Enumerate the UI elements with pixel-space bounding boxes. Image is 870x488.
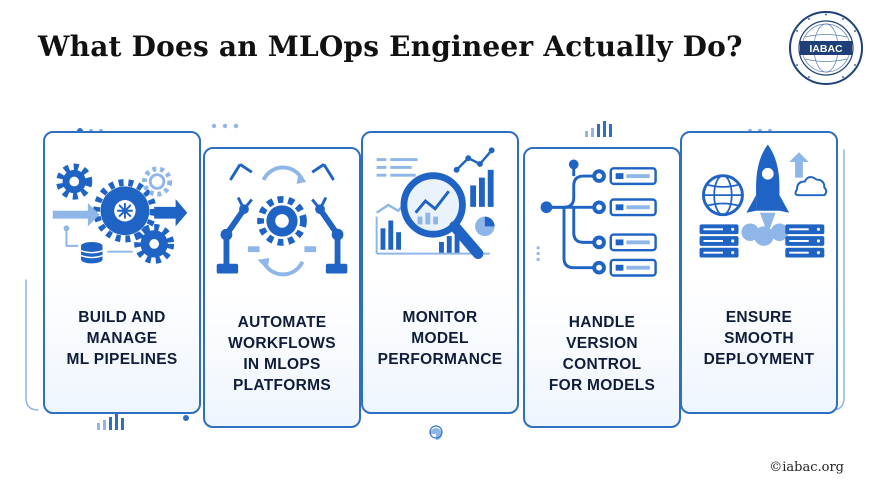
page-title: What Does an MLOps Engineer Actually Do? [38,30,743,63]
card-automate-workflows: AUTOMATE WORKFLOWS IN MLOPS PLATFORMS [203,147,361,428]
card-version-control: HANDLE VERSION CONTROL FOR MODELS [523,147,681,428]
card-monitor-performance: MONITOR MODEL PERFORMANCE [361,131,519,414]
copyright-credit: ©iabac.org [769,460,844,475]
card-label: MONITOR MODEL PERFORMANCE [377,308,503,368]
gear-pipeline-icon [45,133,199,271]
card-smooth-deployment: ENSURE SMOOTH DEPLOYMENT [680,131,838,414]
iabac-seal-logo: IABAC [788,10,864,86]
magnifier-chart-icon [363,133,517,271]
card-label: AUTOMATE WORKFLOWS IN MLOPS PLATFORMS [228,314,336,394]
card-label: ENSURE SMOOTH DEPLOYMENT [703,308,815,368]
card-label: BUILD AND MANAGE ML PIPELINES [66,308,178,368]
svg-text:IABAC: IABAC [809,43,843,55]
rocket-globe-servers-icon [682,133,836,271]
card-build-pipelines: BUILD AND MANAGE ML PIPELINES [43,131,201,414]
branching-tree-icon [525,149,679,287]
robot-arms-icon [205,149,359,287]
card-label: HANDLE VERSION CONTROL FOR MODELS [548,314,656,394]
